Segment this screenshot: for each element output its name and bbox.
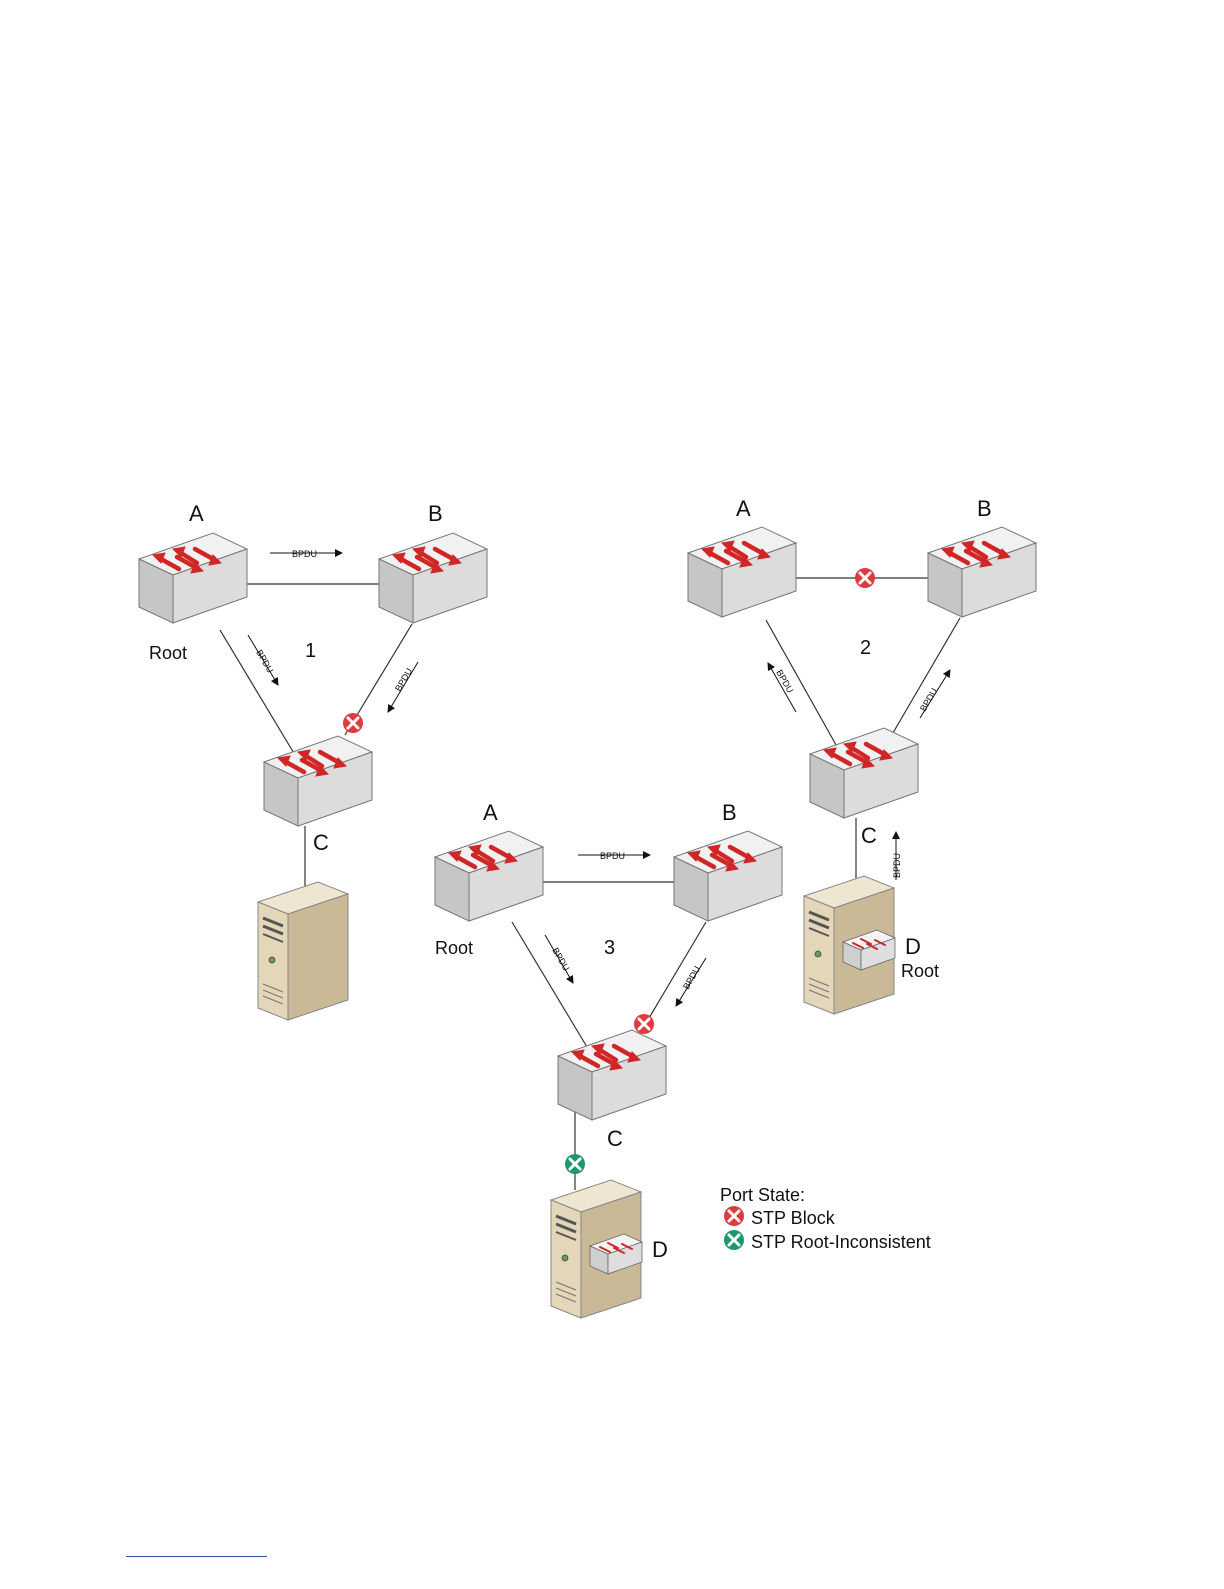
stp-block-icon [343, 713, 363, 733]
root-label: Root [149, 643, 187, 663]
legend: Port State: STP Block STP Root-Inconsist… [720, 1185, 931, 1252]
switch-c-icon [810, 728, 918, 818]
scenario-number: 1 [305, 640, 316, 662]
switch-a-label: A [189, 501, 204, 526]
device-d-label: D [905, 934, 921, 959]
switch-a-icon [688, 527, 796, 617]
footnote-rule [126, 1556, 267, 1557]
switch-b-icon [674, 831, 782, 921]
legend-item-stp-root-inconsistent: STP Root-Inconsistent [751, 1232, 931, 1252]
switch-a-icon [139, 533, 247, 623]
switch-a-label: A [736, 496, 751, 521]
switch-c-label: C [861, 823, 877, 848]
bpdu-label: BPDU [393, 666, 414, 693]
switch-c-label: C [313, 830, 329, 855]
switch-c-label: C [607, 1126, 623, 1151]
bpdu-label: BPDU [292, 549, 317, 559]
switch-c-icon [264, 736, 372, 826]
bpdu-label: BPDU [681, 964, 702, 991]
stp-block-icon [855, 568, 875, 588]
switch-b-label: B [977, 496, 992, 521]
scenario-2: BPDU BPDU BPDU A B C D Root 2 [688, 496, 1036, 1014]
server-icon [258, 882, 348, 1020]
link-a-c-3 [512, 922, 590, 1052]
root-label: Root [901, 961, 939, 981]
bpdu-label: BPDU [918, 686, 939, 713]
legend-item-stp-block: STP Block [751, 1208, 836, 1228]
root-label: Root [435, 938, 473, 958]
bpdu-label: BPDU [254, 648, 275, 675]
device-d-label: D [652, 1237, 668, 1262]
switch-c-icon [558, 1030, 666, 1120]
scenario-number: 3 [604, 937, 615, 959]
switch-a-icon [435, 831, 543, 921]
switch-b-icon [928, 527, 1036, 617]
stp-block-icon [634, 1014, 654, 1034]
stp-root-inconsistent-icon [565, 1154, 585, 1174]
legend-title: Port State: [720, 1185, 805, 1205]
bpdu-label: BPDU [600, 851, 625, 861]
stp-root-inconsistent-icon [724, 1230, 744, 1250]
link-b-c-2 [890, 618, 960, 738]
switch-a-label: A [483, 800, 498, 825]
bpdu-label: BPDU [892, 853, 902, 878]
link-a-c-2 [766, 620, 840, 752]
bpdu-label: BPDU [774, 668, 795, 695]
switch-b-label: B [428, 501, 443, 526]
switch-b-icon [379, 533, 487, 623]
switch-b-label: B [722, 800, 737, 825]
scenario-number: 2 [860, 637, 871, 659]
bpdu-label: BPDU [550, 946, 571, 973]
stp-block-icon [724, 1206, 744, 1226]
